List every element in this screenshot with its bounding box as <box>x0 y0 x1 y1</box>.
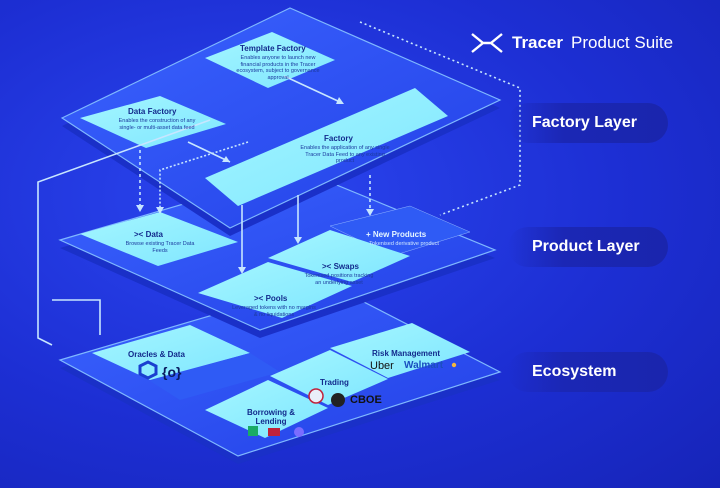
product-plate <box>58 169 497 338</box>
tracer-logo-icon <box>471 33 503 53</box>
brand-header: Tracer Product Suite <box>470 32 673 54</box>
data-product-text: Browse existing Tracer Data Feeds <box>125 241 195 254</box>
tracer-mini-icon: >< <box>322 262 334 271</box>
new-products-text: Tokenised derivative product <box>369 241 439 247</box>
factory-plate <box>60 7 502 236</box>
cboe-logo: CBOE <box>350 394 382 406</box>
svg-text:{o}: {o} <box>162 364 182 380</box>
data-factory-text: Enables the construction of any single- … <box>118 118 196 131</box>
template-factory-title: Template Factory <box>240 44 306 53</box>
swaps-card <box>268 230 410 282</box>
lending-icons <box>248 426 304 437</box>
risk-title: Risk Management <box>372 349 441 358</box>
oracles-card-lower <box>150 353 280 400</box>
walmart-logo: Walmart <box>404 360 444 371</box>
trading-card <box>270 350 388 405</box>
template-factory-text: Enables anyone to launch new financial p… <box>236 55 320 81</box>
template-factory-card <box>205 32 335 88</box>
pools-label: Pools <box>265 294 288 303</box>
trading-icons <box>308 388 345 407</box>
brand-name: Tracer <box>512 33 564 52</box>
uber-logo: Uber <box>370 360 394 372</box>
pools-title: >< Pools <box>254 294 287 303</box>
data-factory-card <box>80 96 226 148</box>
pools-card <box>198 262 352 318</box>
swaps-text: Tokenised positions tracking an underlyi… <box>304 273 374 286</box>
data-card <box>80 212 238 266</box>
brand-subtitle: Product Suite <box>571 33 674 52</box>
swaps-label: Swaps <box>333 262 359 271</box>
factory-title: Factory <box>324 134 353 143</box>
arrow-heads <box>136 97 374 274</box>
layer-label-product: Product Layer <box>508 227 668 267</box>
factory-text: Enables the application of any single Tr… <box>300 145 390 165</box>
swaps-title: >< Swaps <box>322 262 359 271</box>
data-product-label: Data <box>145 230 163 239</box>
walmart-spark-icon <box>451 362 457 368</box>
pools-text: Leveraged tokens with no margins & no li… <box>232 305 316 318</box>
risk-card <box>330 323 470 378</box>
lending-card <box>205 380 328 438</box>
factory-card <box>205 88 448 206</box>
oracles-card <box>92 325 250 380</box>
data-product-title: >< Data <box>134 230 163 239</box>
trading-title: Trading <box>320 378 349 387</box>
lending-title: Borrowing & Lending <box>247 408 295 426</box>
layer-label-ecosystem: Ecosystem <box>508 352 668 392</box>
tracer-mini-icon: >< <box>134 230 146 239</box>
new-products-title: + New Products <box>366 230 427 239</box>
ecosystem-plate <box>58 281 502 464</box>
chainlink-icon <box>138 360 158 380</box>
data-factory-title: Data Factory <box>128 107 177 116</box>
oracles-title: Oracles & Data <box>128 350 185 359</box>
tracer-mini-icon: >< <box>254 294 266 303</box>
api3-icon: {o} <box>162 364 182 380</box>
layer-label-factory: Factory Layer <box>508 103 668 143</box>
